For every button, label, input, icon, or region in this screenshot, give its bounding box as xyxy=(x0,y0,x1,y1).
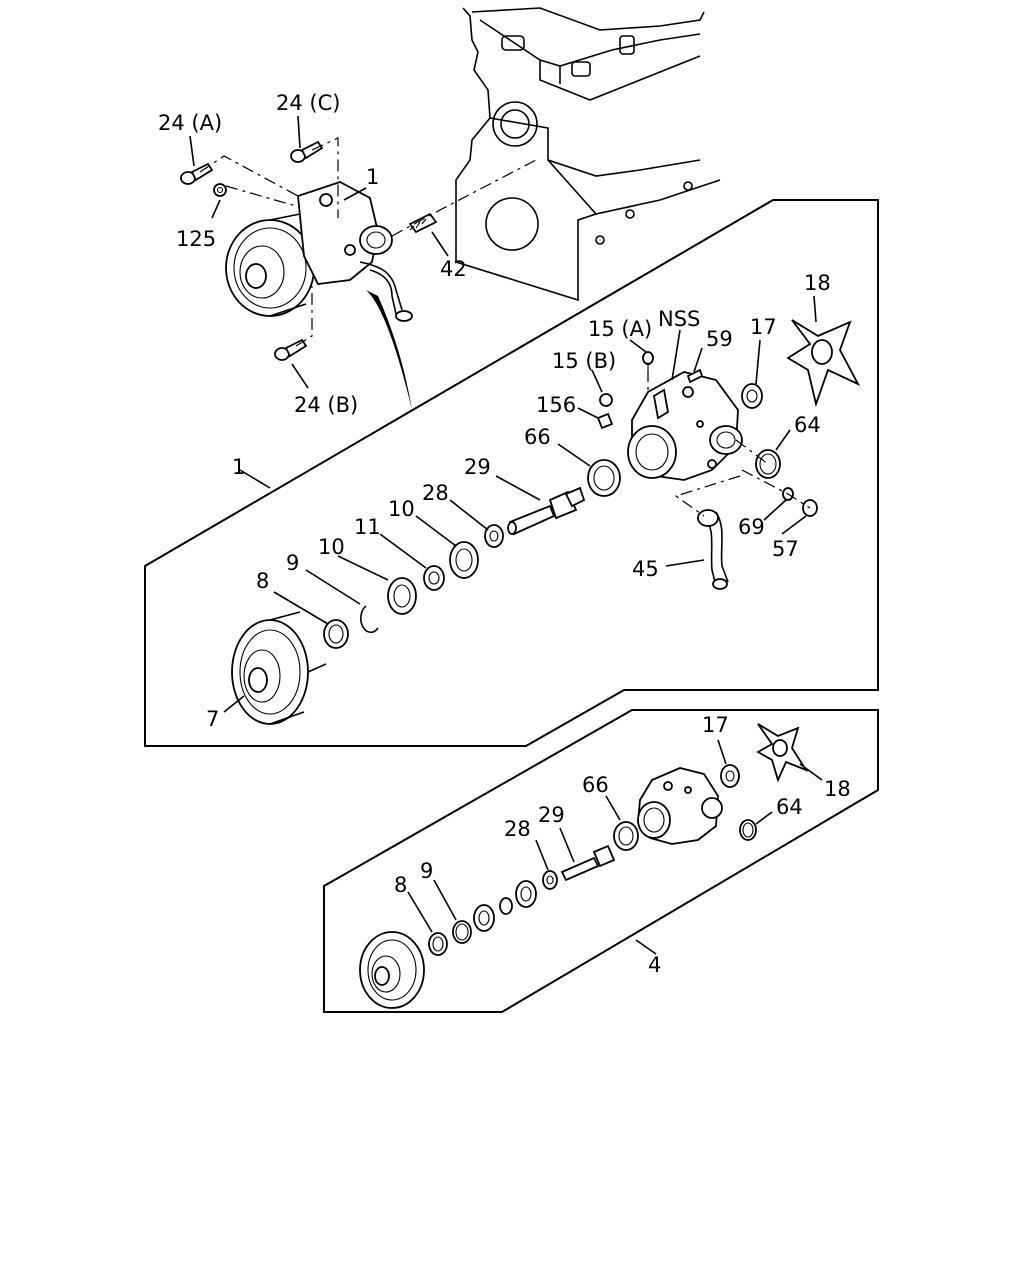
engine-block-outline xyxy=(455,7,721,302)
callout-66-kit1: 66 xyxy=(524,425,551,449)
callout-11: 11 xyxy=(354,515,381,539)
o-ring-64-kit4 xyxy=(739,819,757,841)
leader-dashes-kit1 xyxy=(647,370,811,517)
callout-8-kit1: 8 xyxy=(256,569,269,593)
nut-125 xyxy=(213,183,227,197)
callout-42: 42 xyxy=(440,257,467,281)
bolt-24b xyxy=(274,338,308,361)
callout-66-kit4: 66 xyxy=(582,773,609,797)
assembled-water-pump xyxy=(225,181,413,410)
callout-18-kit4: 18 xyxy=(824,777,851,801)
bolt-59 xyxy=(686,368,704,384)
leader-dashes-top xyxy=(199,137,537,347)
fan-18 xyxy=(786,319,861,408)
callout-15a: 15 (A) xyxy=(588,317,652,341)
callout-57: 57 xyxy=(772,537,799,561)
pipe-45 xyxy=(697,509,729,590)
washer-28 xyxy=(484,524,504,548)
bearing-kit4-upper xyxy=(515,880,537,908)
shaft-29 xyxy=(507,486,586,536)
callout-24c: 24 (C) xyxy=(276,91,340,115)
callout-69: 69 xyxy=(738,515,765,539)
snap-ring-9-kit4 xyxy=(452,920,472,944)
bearing-10-lower xyxy=(387,577,417,615)
seal-8 xyxy=(323,619,349,649)
callout-15b: 15 (B) xyxy=(552,349,616,373)
fan-18-kit4 xyxy=(756,723,809,783)
callout-1-top: 1 xyxy=(366,165,379,189)
seal-8-kit4 xyxy=(428,932,448,956)
callout-17-kit4: 17 xyxy=(702,713,729,737)
leader-lines-kit4 xyxy=(407,739,823,933)
plug-15b xyxy=(599,393,613,407)
kit-4-number: 4 xyxy=(648,953,661,977)
seal-66 xyxy=(587,459,621,497)
callout-7: 7 xyxy=(206,707,219,731)
pulley-kit4 xyxy=(359,931,425,1009)
callout-10-upper: 10 xyxy=(388,497,415,521)
o-ring-64 xyxy=(755,449,781,479)
shaft-29-kit4 xyxy=(560,844,616,882)
snap-ring-9 xyxy=(360,605,379,634)
callout-59: 59 xyxy=(706,327,733,351)
callout-28-kit1: 28 xyxy=(422,481,449,505)
callout-17-kit1: 17 xyxy=(750,315,777,339)
seal-66-kit4 xyxy=(613,821,639,851)
spacer-11 xyxy=(423,565,445,591)
callout-24b: 24 (B) xyxy=(294,393,358,417)
kit-1-leader xyxy=(239,469,271,489)
callout-9-kit1: 9 xyxy=(286,551,299,575)
kit-4-frame xyxy=(323,709,879,1013)
kit-1-number: 1 xyxy=(232,455,245,479)
callout-64-kit1: 64 xyxy=(794,413,821,437)
callout-24a: 24 (A) xyxy=(158,111,222,135)
callout-10-lower: 10 xyxy=(318,535,345,559)
spacer-kit4 xyxy=(499,897,513,915)
callout-28-kit4: 28 xyxy=(504,817,531,841)
bushing-17-kit4 xyxy=(720,764,740,788)
stud-42 xyxy=(408,212,438,234)
callout-45: 45 xyxy=(632,557,659,581)
callout-64-kit4: 64 xyxy=(776,795,803,819)
kit-1-frame xyxy=(144,199,879,747)
bushing-17 xyxy=(741,383,763,409)
callout-29-kit1: 29 xyxy=(464,455,491,479)
leader-lines-top xyxy=(189,115,449,389)
pump-housing-kit4 xyxy=(637,767,723,845)
callout-9-kit4: 9 xyxy=(420,859,433,883)
callout-29-kit4: 29 xyxy=(538,803,565,827)
leader-lines-kit1 xyxy=(223,295,817,713)
bolt-156 xyxy=(596,412,614,430)
sensor-nss xyxy=(653,388,669,420)
callout-18-kit1: 18 xyxy=(804,271,831,295)
bearing-10-upper xyxy=(449,541,479,579)
callout-nss: NSS xyxy=(658,307,700,331)
washer-28-kit4 xyxy=(542,870,558,890)
callout-156: 156 xyxy=(536,393,576,417)
kit-4-leader xyxy=(635,939,657,955)
callout-8-kit4: 8 xyxy=(394,873,407,897)
pump-housing-kit1 xyxy=(627,371,743,481)
bolt-24c xyxy=(290,140,324,163)
pulley-7 xyxy=(231,611,327,725)
bearing-kit4-lower xyxy=(473,904,495,932)
callout-125: 125 xyxy=(176,227,216,251)
